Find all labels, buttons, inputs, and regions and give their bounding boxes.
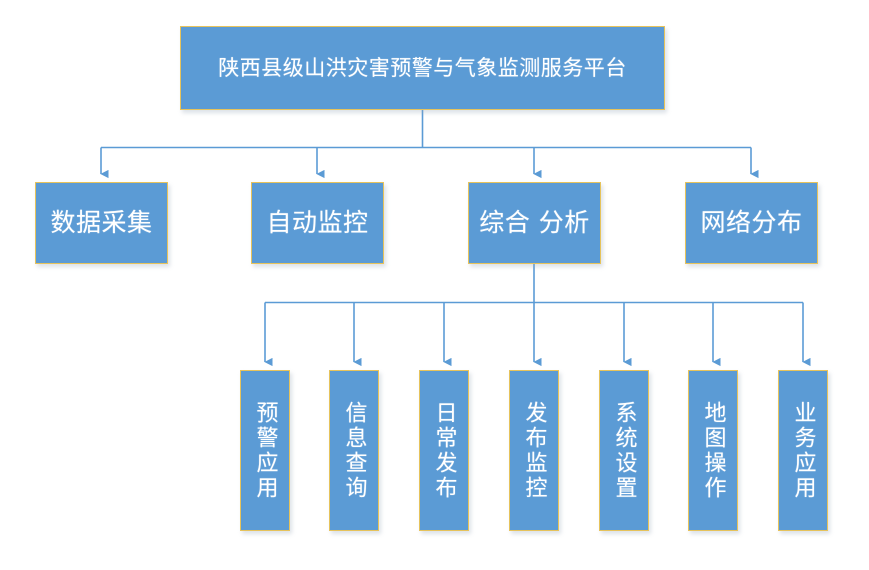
node-network-distribution-label: 网络分布 — [700, 208, 803, 238]
node-daily-publishing-label: 日常发布 — [431, 400, 457, 501]
node-network-distribution[interactable]: 网络分布 — [685, 182, 818, 264]
node-publishing-monitoring-label: 发布监控 — [521, 400, 547, 501]
node-warning-application[interactable]: 预警应用 — [240, 370, 290, 531]
node-business-application-label: 业务应用 — [790, 400, 816, 501]
node-comprehensive-analysis[interactable]: 综合 分析 — [468, 182, 601, 264]
node-comprehensive-analysis-label: 综合 分析 — [479, 208, 590, 238]
node-system-settings[interactable]: 系统设置 — [599, 370, 649, 531]
node-warning-application-label: 预警应用 — [252, 400, 278, 501]
node-publishing-monitoring[interactable]: 发布监控 — [509, 370, 559, 531]
node-auto-monitoring-label: 自动监控 — [266, 208, 369, 238]
node-root-label: 陕西县级山洪灾害预警与气象监测服务平台 — [218, 55, 627, 80]
node-map-operations[interactable]: 地图操作 — [688, 370, 738, 531]
node-system-settings-label: 系统设置 — [611, 400, 637, 501]
node-root[interactable]: 陕西县级山洪灾害预警与气象监测服务平台 — [180, 26, 665, 110]
node-auto-monitoring[interactable]: 自动监控 — [251, 182, 384, 264]
node-data-collection[interactable]: 数据采集 — [35, 182, 168, 264]
node-map-operations-label: 地图操作 — [700, 400, 726, 501]
node-business-application[interactable]: 业务应用 — [778, 370, 828, 531]
node-information-query-label: 信息查询 — [341, 400, 367, 501]
node-information-query[interactable]: 信息查询 — [329, 370, 379, 531]
node-daily-publishing[interactable]: 日常发布 — [419, 370, 469, 531]
node-data-collection-label: 数据采集 — [50, 208, 153, 238]
